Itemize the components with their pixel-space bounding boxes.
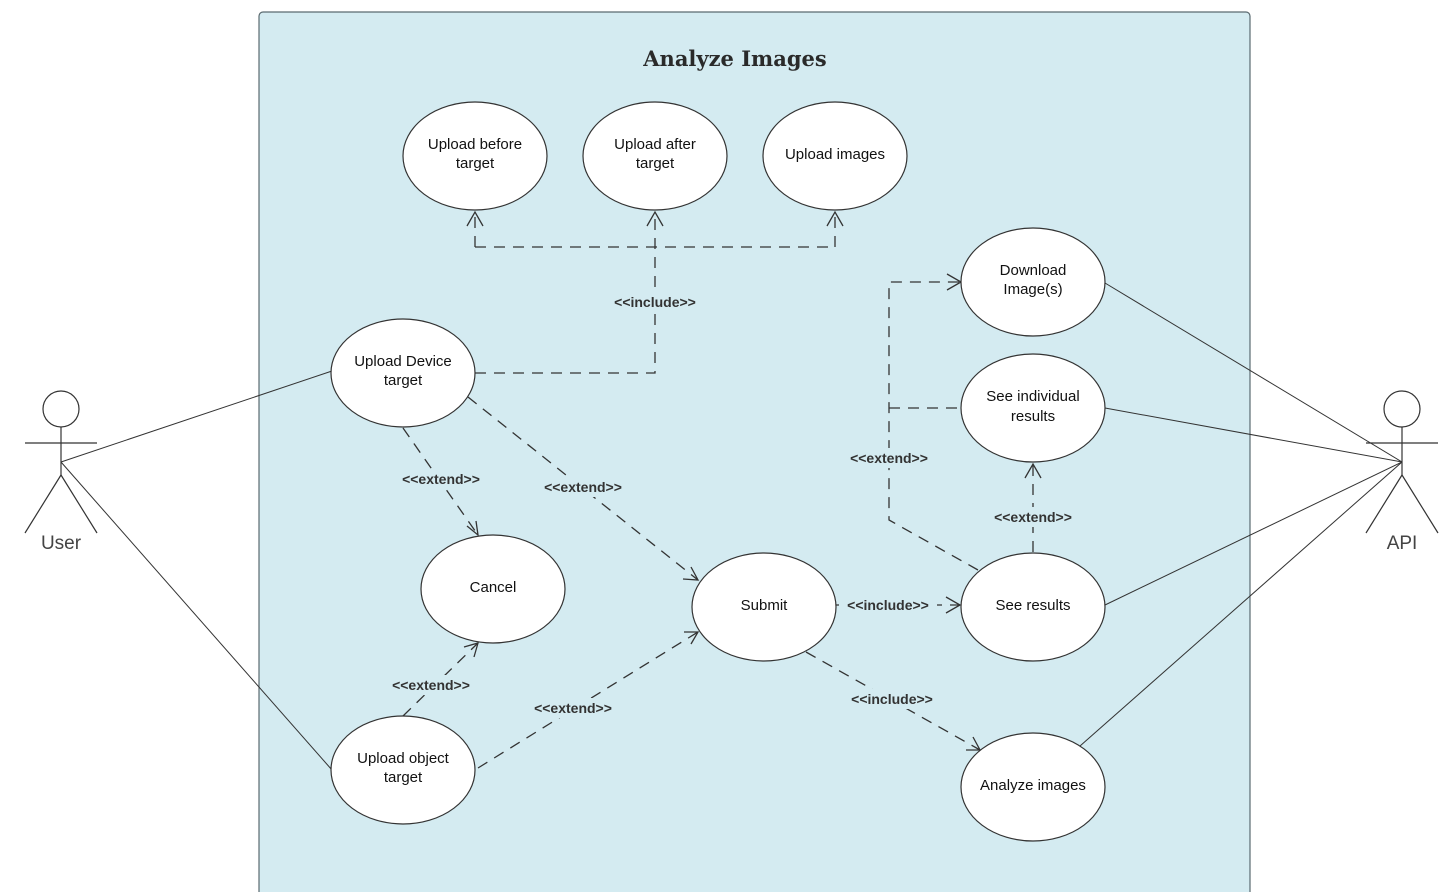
svg-text:target: target [384,769,423,786]
system-title: Analyze Images [642,46,826,71]
relationship-labels: <<include>> <<extend>> <<extend>> <<exte… [384,292,1080,718]
extend-label: <<extend>> [544,479,622,495]
assoc-api-analyze [1079,461,1403,747]
extend-label: <<extend>> [402,471,480,487]
svg-text:target: target [636,155,675,172]
svg-text:Download: Download [1000,262,1067,279]
use-case-see-results[interactable]: See results [960,552,1106,662]
svg-text:Upload Device: Upload Device [354,353,452,370]
use-case-cancel[interactable]: Cancel [420,534,566,644]
svg-text:Submit: Submit [741,597,789,614]
actor-user[interactable]: User [24,390,98,554]
arrowhead [466,210,484,227]
svg-text:Analyze images: Analyze images [980,777,1086,794]
svg-text:Cancel: Cancel [470,579,517,596]
assoc-api-individual [1104,407,1403,463]
arrowhead [466,520,479,537]
assoc-user-upload-device [60,370,333,463]
system-boundary [258,11,1251,892]
include-label: <<include>> [851,691,933,707]
actor-label: API [1387,533,1418,554]
actor-api[interactable]: API [1365,390,1439,554]
extend-line-object-submit [477,631,699,769]
arrowhead [682,566,700,581]
arrowhead [646,210,664,227]
include-line-main [475,212,656,374]
svg-text:Upload object: Upload object [357,750,450,767]
actor-leg-left [1365,474,1403,534]
extend-label: <<extend>> [534,700,612,716]
svg-text:target: target [456,155,495,172]
include-label: <<include>> [847,597,929,613]
arrowhead [1024,462,1042,479]
relationships [402,210,1042,769]
use-case-upload-object-target[interactable]: Upload object target [330,715,476,825]
actor-head [1383,390,1421,428]
actor-leg-right [1401,474,1439,534]
extend-label: <<extend>> [392,677,470,693]
use-case-upload-before-target[interactable]: Upload before target [402,101,548,211]
svg-text:See results: See results [995,597,1070,614]
actor-leg-left [24,474,62,534]
assoc-api-download [1104,282,1403,463]
svg-text:Upload images: Upload images [785,146,885,163]
actor-leg-right [60,474,98,534]
use-case-analyze-images[interactable]: Analyze images [960,732,1106,842]
assoc-api-see-results [1104,461,1403,606]
actor-label: User [41,533,82,554]
svg-text:results: results [1011,408,1055,425]
include-label: <<include>> [614,294,696,310]
actor-head [42,390,80,428]
use-case-upload-images[interactable]: Upload images [762,101,908,211]
arrowhead [463,642,479,658]
svg-text:See individual: See individual [986,388,1079,405]
svg-text:target: target [384,372,423,389]
arrowhead [684,631,700,645]
arrowhead [826,210,844,227]
extend-label: <<extend>> [994,509,1072,525]
assoc-user-upload-object [60,461,333,771]
use-case-upload-after-target[interactable]: Upload after target [582,101,728,211]
use-case-upload-device-target[interactable]: Upload Device target [330,318,476,428]
svg-text:Upload after: Upload after [614,136,696,153]
svg-text:Upload before: Upload before [428,136,522,153]
extend-line-device-submit [467,396,699,581]
use-case-download-images[interactable]: Download Image(s) [960,227,1106,337]
extend-label: <<extend>> [850,450,928,466]
use-case-see-individual-results[interactable]: See individual results [960,353,1106,463]
svg-text:Image(s): Image(s) [1003,281,1062,298]
arrowhead [945,596,962,614]
associations [60,282,1403,771]
use-case-submit[interactable]: Submit [691,552,837,662]
